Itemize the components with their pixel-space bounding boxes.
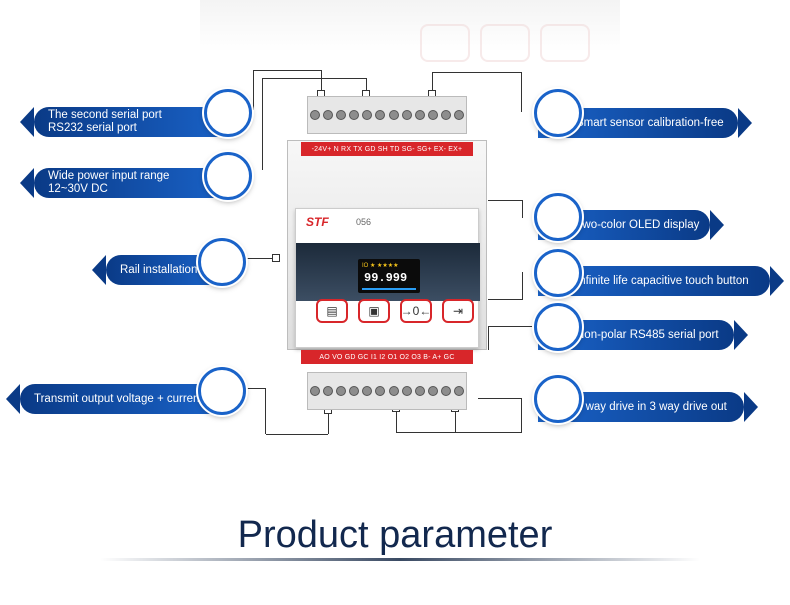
callout-oled-bubble [534,193,582,241]
callout-drive-bubble [534,375,582,423]
callout-drive-text: 2 way drive in 3 way drive out [576,400,727,413]
callout-second-serial-line1: The second serial port [48,109,162,121]
callout-wide-power-bubble [204,152,252,200]
callout-second-serial-line2: RS232 serial port [48,122,137,134]
callout-rs485-bubble [534,303,582,351]
oled-display: IO ★ ★★★★ 99.999 [358,259,420,293]
callout-wide-power-line2: 12~30V DC [48,183,108,195]
callout-touch: Infinite life capacitive touch button [538,266,784,296]
oled-bar [362,288,416,290]
model-number: 056 [356,217,372,227]
callout-transmit-bubble [198,367,246,415]
callout-rs485-text: Non-polar RS485 serial port [576,328,719,341]
callout-transmit: Transmit output voltage + current [6,384,226,414]
callout-wide-power: Wide power input range 12~30V DC [20,168,234,198]
oled-status: IO ★ ★★★★ [362,263,399,269]
top-terminal-label: -24V+ N RX TX GD SH TD SG- SG+ EX- EX+ [301,142,473,156]
controller-device: -24V+ N RX TX GD SH TD SG- SG+ EX- EX+ S… [287,78,487,410]
ghost-button-2 [480,24,530,62]
footer-title: Product parameter [237,514,553,556]
ghost-button-3 [540,24,590,62]
enter-icon: ⇥ [452,304,464,318]
callout-rail-text: Rail installation [120,263,198,276]
callout-second-serial: The second serial port RS232 serial port [20,107,234,137]
callout-smart-sensor-bubble [534,89,582,137]
brand-logo: STF [306,215,329,229]
top-terminal-strip [307,96,467,134]
touch-button-1[interactable]: ▤ [316,299,348,323]
touch-button-2[interactable]: ▣ [358,299,390,323]
footer-divider [100,558,700,561]
callout-wide-power-line1: Wide power input range [48,170,170,182]
callout-touch-bubble [534,249,582,297]
zero-icon: →0← [400,304,432,318]
callout-second-serial-bubble [204,89,252,137]
bottom-terminal-strip [307,372,467,410]
callout-touch-text: Infinite life capacitive touch button [576,274,749,287]
top-banner-fade [200,0,620,62]
callout-transmit-text: Transmit output voltage + current [34,392,203,405]
touch-button-4[interactable]: ⇥ [442,299,474,323]
square-icon: ▤ [326,304,338,318]
touch-button-3[interactable]: →0← [400,299,432,323]
callout-smart-sensor-text: Smart sensor calibration-free [576,116,724,129]
device-front-panel: STF 056 IO ★ ★★★★ 99.999 ▤ ▣ →0← ⇥ [295,208,480,348]
ghost-button-1 [420,24,470,62]
oled-value: 99.999 [364,271,408,285]
callout-rail-bubble [198,238,246,286]
stack-icon: ▣ [368,304,380,318]
callout-oled-text: Two-color OLED display [576,218,700,231]
bottom-terminal-label: AO VO GD GC I1 I2 O1 O2 O3 B- A+ GC [301,350,473,364]
